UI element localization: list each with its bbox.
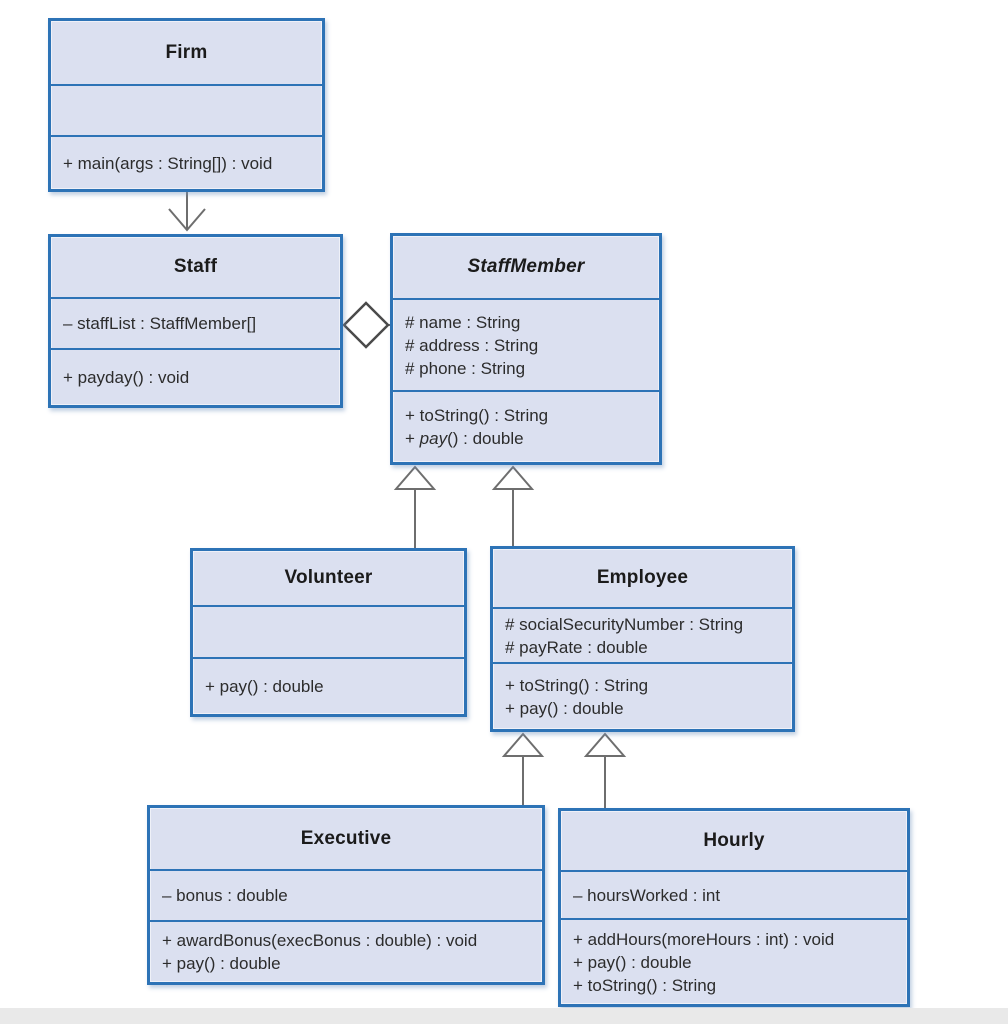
method-line: + payday() : void: [63, 368, 190, 387]
class-name-hourly: Hourly: [703, 829, 765, 851]
class-box-staff: Staff – staffList : StaffMember[] + payd…: [48, 234, 343, 408]
class-methods-hourly: + addHours(moreHours : int) : void + pay…: [561, 918, 907, 1004]
class-methods-executive: + awardBonus(execBonus : double) : void …: [150, 920, 542, 982]
class-box-volunteer: Volunteer + pay() : double: [190, 548, 467, 717]
class-name-firm: Firm: [165, 41, 208, 63]
class-attributes-volunteer: [193, 605, 464, 657]
generalization-arrow-employee-staffmember: [491, 465, 535, 547]
method-line: + toString() : String: [405, 406, 549, 425]
class-box-hourly: Hourly – hoursWorked : int + addHours(mo…: [558, 808, 910, 1007]
method-line: + pay() : double: [205, 677, 324, 696]
aggregation-diamond-staff-staffmember: [342, 301, 392, 349]
method-line: + pay() : double: [573, 952, 692, 972]
attribute-line: # payRate : double: [505, 637, 648, 657]
class-box-employee: Employee # socialSecurityNumber : String…: [490, 546, 795, 732]
class-attributes-hourly: – hoursWorked : int: [561, 870, 907, 918]
method-line: + pay() : double: [505, 698, 624, 718]
method-prefix: +: [405, 429, 420, 448]
class-name-staffmember: StaffMember: [467, 256, 585, 277]
attribute-line: # socialSecurityNumber : String: [505, 614, 744, 634]
class-attributes-staffmember: # name : String # address : String # pho…: [393, 298, 659, 390]
class-methods-staff: + payday() : void: [51, 348, 340, 405]
class-attributes-firm: [51, 84, 322, 135]
class-methods-staffmember: + toString() : String + pay() : double: [393, 390, 659, 462]
attribute-line: – bonus : double: [162, 886, 288, 905]
class-name-staff: Staff: [173, 256, 218, 277]
attribute-line: # phone : String: [405, 358, 526, 378]
attribute-line: # name : String: [405, 312, 521, 332]
class-attributes-staff: – staffList : StaffMember[]: [51, 297, 340, 348]
attribute-line: # address : String: [405, 335, 539, 355]
generalization-arrow-hourly-employee: [583, 732, 627, 809]
method-line: + awardBonus(execBonus : double) : void: [162, 931, 478, 950]
method-line: + toString() : String: [505, 675, 649, 695]
class-name-executive: Executive: [300, 827, 392, 849]
attribute-line: – staffList : StaffMember[]: [63, 314, 257, 333]
class-attributes-executive: – bonus : double: [150, 869, 542, 920]
bottom-edge-strip: [0, 1008, 1008, 1024]
method-line: + toString() : String: [573, 975, 717, 995]
class-box-firm: Firm + main(args : String[]) : void: [48, 18, 325, 192]
generalization-arrow-volunteer-staffmember: [393, 465, 437, 549]
class-methods-firm: + main(args : String[]) : void: [51, 135, 322, 189]
generalization-arrow-executive-employee: [501, 732, 545, 806]
class-methods-employee: + toString() : String + pay() : double: [493, 662, 792, 729]
abstract-method-name: pay: [419, 429, 448, 448]
method-line: + pay() : double: [162, 954, 281, 973]
class-attributes-employee: # socialSecurityNumber : String # payRat…: [493, 607, 792, 662]
class-name-employee: Employee: [596, 567, 689, 588]
class-name-volunteer: Volunteer: [284, 567, 373, 588]
method-suffix: () : double: [447, 429, 524, 448]
class-box-staffmember: StaffMember # name : String # address : …: [390, 233, 662, 465]
attribute-line: – hoursWorked : int: [573, 885, 721, 905]
method-line: + main(args : String[]) : void: [63, 153, 273, 173]
association-arrow-firm-staff: [168, 190, 206, 232]
method-line-abstract-pay: + pay() : double: [405, 427, 647, 450]
class-methods-volunteer: + pay() : double: [193, 657, 464, 714]
class-box-executive: Executive – bonus : double + awardBonus(…: [147, 805, 545, 985]
method-line: + addHours(moreHours : int) : void: [573, 929, 835, 949]
